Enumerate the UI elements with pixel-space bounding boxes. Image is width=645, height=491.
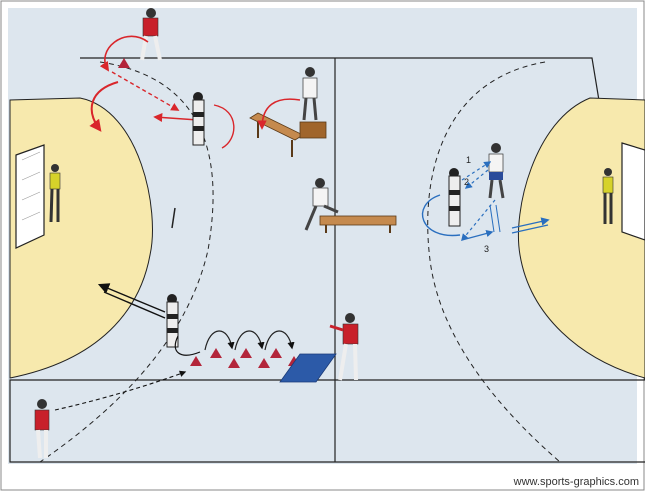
left-goal-area — [9, 97, 153, 379]
black-pass-dashed-arrow — [54, 370, 187, 411]
defender-dummy-left-top — [192, 92, 205, 146]
red-around-dummy-arrow — [213, 104, 235, 149]
right-free-throw-line — [427, 61, 561, 463]
red-player-passer — [329, 313, 359, 381]
white-player-jumping — [304, 178, 339, 231]
box-step — [299, 121, 327, 139]
cone — [118, 58, 130, 68]
blue-arc-arrow — [421, 194, 461, 237]
court-outline — [9, 57, 645, 463]
black-shot-arrow-parallel — [103, 291, 166, 319]
blue-pass-3 — [461, 199, 496, 242]
seven-meter-mark — [171, 207, 176, 229]
sequence-label-1: 1 — [466, 155, 471, 165]
blue-dash-down-a — [489, 204, 495, 233]
right-goalkeeper — [602, 168, 614, 224]
run-to-dummy-arrow — [174, 335, 201, 356]
red-curve-arrow — [89, 81, 119, 132]
sequence-label-2: 2 — [464, 177, 469, 187]
blue-shot-arrow — [511, 217, 550, 229]
red-jump-arrow — [257, 98, 301, 130]
blue-run-3 — [461, 230, 494, 241]
blue-dash-down-b — [495, 204, 501, 233]
red-player-bottom — [34, 399, 50, 459]
bench-middle — [319, 215, 397, 233]
hurdle-jump-arcs — [204, 330, 295, 351]
sequence-label-3: 3 — [484, 244, 489, 254]
white-player-on-box — [302, 67, 318, 121]
left-goal — [15, 144, 45, 249]
right-goal — [621, 142, 645, 241]
left-free-throw-line — [39, 61, 214, 463]
defender-dummy-right — [448, 168, 461, 227]
red-turn-arrow — [153, 113, 199, 122]
red-run-arrow — [99, 35, 149, 72]
defender-dummy-left-bottom — [166, 294, 179, 348]
right-goal-area — [517, 97, 645, 379]
black-shot-arrow — [97, 283, 166, 313]
blue-pass-2 — [464, 169, 489, 189]
credit-text: www.sports-graphics.com — [513, 476, 639, 488]
blue-mat — [279, 353, 337, 383]
left-goalkeeper — [49, 164, 61, 223]
blue-shot-arrow-parallel — [511, 224, 549, 234]
red-pass-dashed-arrow — [111, 71, 180, 111]
